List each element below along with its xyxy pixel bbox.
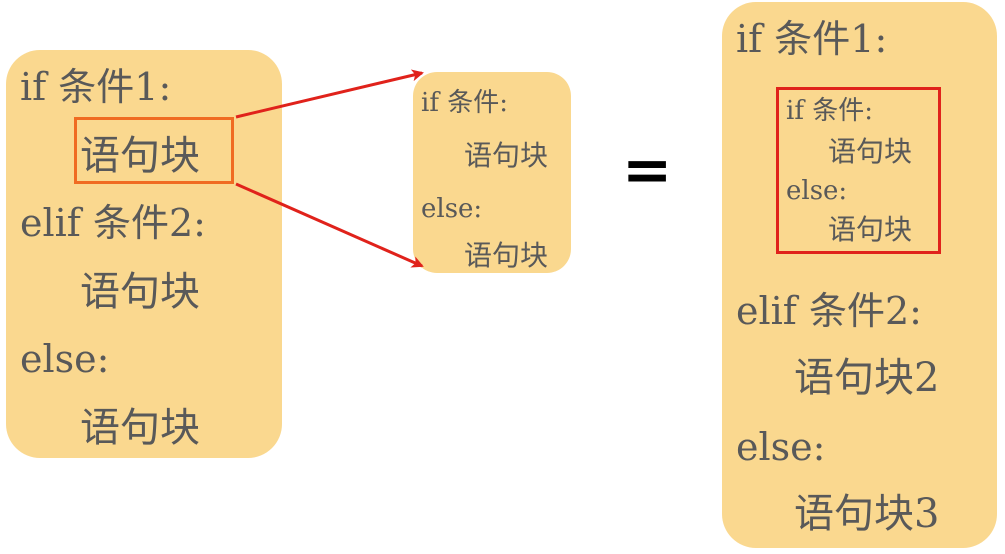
middle-statement-block-1: 语句块 xyxy=(464,139,549,172)
right-code-block: if 条件1: if 条件: 语句块 else: 语句块 elif 条件2: 语… xyxy=(722,2,997,548)
middle-statement-block-2: 语句块 xyxy=(464,239,549,272)
left-elif-line: elif 条件2: xyxy=(20,201,206,245)
right-nested-if-line: if 条件: xyxy=(786,96,873,126)
right-nested-statement-block-2: 语句块 xyxy=(828,213,913,246)
left-else-line: else: xyxy=(20,337,110,381)
left-statement-block-3: 语句块 xyxy=(80,405,200,451)
left-highlight-box xyxy=(74,117,234,184)
right-nested-else-line: else: xyxy=(786,176,848,206)
equals-sign: = xyxy=(622,135,673,205)
right-statement-block-3: 语句块3 xyxy=(794,491,940,537)
middle-code-block: if 条件: 语句块 else: 语句块 xyxy=(413,72,571,273)
arrow-to-middle-top xyxy=(235,69,424,119)
left-if-line: if 条件1: xyxy=(20,65,172,109)
middle-else-line: else: xyxy=(421,194,483,224)
arrow-to-middle-bottom xyxy=(235,182,424,268)
right-elif-line: elif 条件2: xyxy=(736,289,922,333)
left-statement-block-2: 语句块 xyxy=(80,269,200,315)
left-statement-block-1: 语句块 xyxy=(80,133,200,179)
right-statement-block-2: 语句块2 xyxy=(794,355,940,401)
right-if-line: if 条件1: xyxy=(736,17,888,61)
middle-if-line: if 条件: xyxy=(421,88,508,118)
right-else-line: else: xyxy=(736,425,826,469)
right-nested-highlight-box xyxy=(776,87,941,254)
right-nested-statement-block-1: 语句块 xyxy=(828,135,913,168)
